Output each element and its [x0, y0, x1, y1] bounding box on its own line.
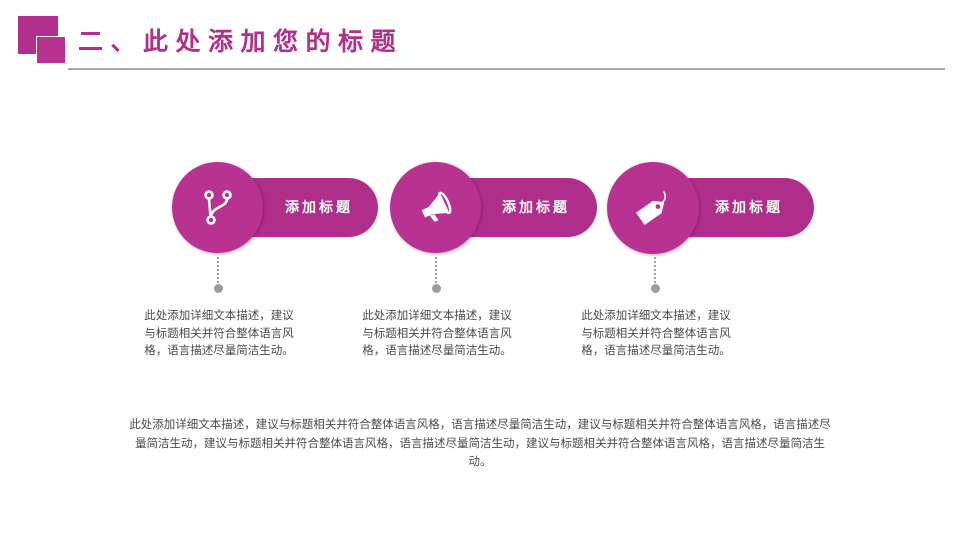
card-description-3: 此处添加详细文本描述，建议与标题相关并符合整体语言风格，语言描述尽量简洁生动。 [581, 308, 731, 357]
card-title: 添加标题 [715, 200, 783, 216]
summary-paragraph: 此处添加详细文本描述，建议与标题相关并符合整体语言风格，语言描述尽量简洁生动，建… [129, 417, 831, 468]
title-divider [68, 68, 945, 70]
card-description-2: 此处添加详细文本描述，建议与标题相关并符合整体语言风格，语言描述尽量简洁生动。 [362, 308, 512, 357]
icon-circle[interactable] [172, 162, 263, 253]
card-title: 添加标题 [285, 200, 353, 216]
connector-dot [432, 284, 441, 293]
git-branch-icon [203, 189, 233, 226]
connector-dotted-line [435, 257, 437, 283]
connector-dotted-line [217, 257, 219, 283]
icon-circle[interactable] [607, 162, 699, 254]
connector-dotted-line [654, 257, 656, 283]
icon-circle[interactable] [390, 162, 481, 253]
megaphone-icon [418, 191, 454, 225]
feature-card-3: 添加标题 [607, 162, 837, 302]
tag-icon [634, 189, 672, 227]
card-title: 添加标题 [502, 200, 570, 216]
feature-card-2: 添加标题 [390, 162, 620, 302]
page-title: 二、此处添加您的标题 [78, 27, 404, 56]
feature-card-1: 添加标题 [172, 162, 402, 302]
connector-dot [651, 284, 660, 293]
connector-dot [214, 284, 223, 293]
logo-square-front [37, 37, 65, 63]
card-description-1: 此处添加详细文本描述，建议与标题相关并符合整体语言风格，语言描述尽量简洁生动。 [144, 308, 294, 357]
